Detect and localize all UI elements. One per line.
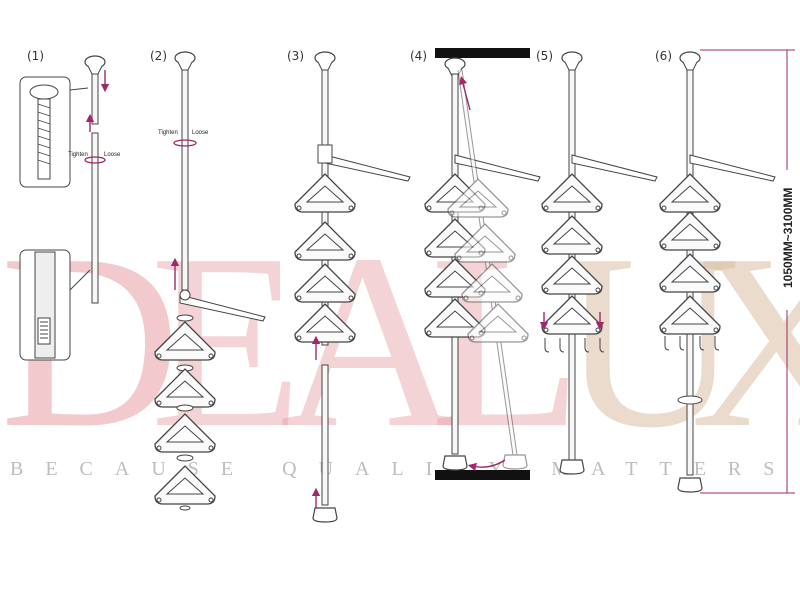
dimension-indicator: 1050MM~3100MM	[700, 49, 795, 494]
spring-detail-icon	[29, 84, 59, 180]
loose-label: Loose	[192, 130, 209, 136]
step-6-figure: 1050MM~3100MM	[659, 49, 795, 494]
step-label-1: (1)	[27, 49, 44, 63]
watermark-tagline: BECAUSE QUALITY MATTERS	[10, 458, 796, 480]
ceiling-rail	[435, 48, 530, 58]
tighten-label: Tighten	[68, 152, 88, 158]
tighten-label: Tighten	[158, 130, 178, 136]
step-label-5: (5)	[536, 49, 553, 63]
step-1-figure: Tighten Loose	[19, 55, 121, 361]
step-label-2: (2)	[150, 49, 167, 63]
pole-cap-icon	[84, 55, 106, 75]
hook-icon	[544, 338, 605, 353]
dimension-label: 1050MM~3100MM	[781, 188, 795, 288]
step-label-6: (6)	[655, 49, 672, 63]
floor-rail	[435, 470, 530, 480]
step-label-4: (4)	[410, 49, 427, 63]
step-4-figure	[424, 48, 541, 480]
loose-label: Loose	[104, 152, 121, 158]
step-label-3: (3)	[287, 49, 304, 63]
lock-clip-detail-icon	[34, 251, 56, 359]
step-2-figure: Tighten Loose	[154, 51, 266, 511]
step-3-figure	[294, 51, 411, 523]
base-foot-icon	[312, 507, 338, 523]
step-5-figure	[539, 51, 658, 475]
